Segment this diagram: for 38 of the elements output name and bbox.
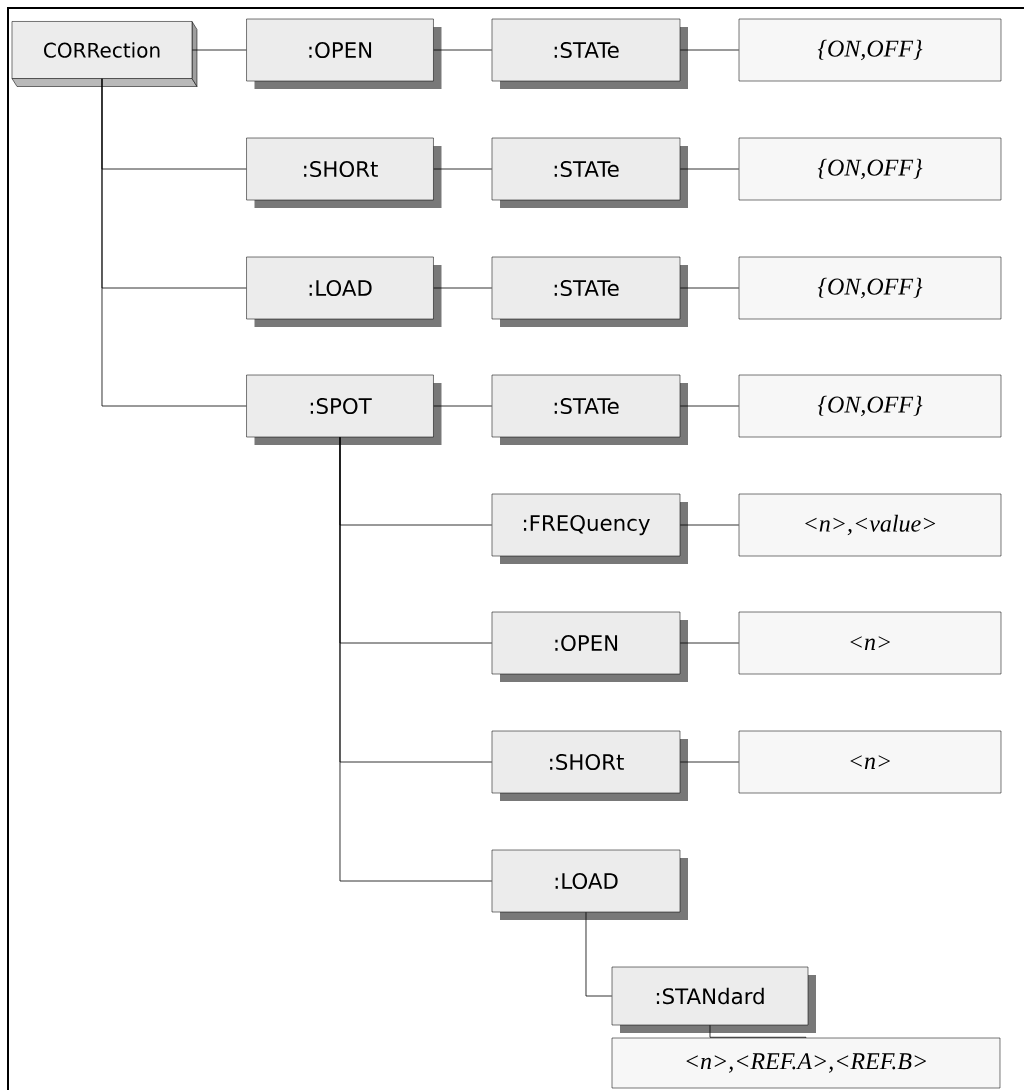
connector-line: [679, 524, 740, 526]
command-box: :LOAD: [491, 849, 688, 920]
command-box: :OPEN: [246, 18, 442, 89]
parameter-box: <n>,<REF.A>,<REF.B>: [611, 1037, 1001, 1089]
connector-line: [679, 642, 740, 644]
command-box: :OPEN: [491, 611, 688, 682]
command-box: :SPOT: [246, 374, 442, 445]
command-box: :STANdard: [611, 966, 816, 1033]
connector-line: [585, 911, 613, 997]
connector-line: [433, 49, 493, 51]
parameter-box: {ON,OFF}: [738, 18, 1002, 82]
command-box: :STATe: [491, 137, 688, 208]
parameter-box: <n>: [738, 611, 1002, 675]
command-box: :FREQuency: [491, 493, 688, 564]
connector-line: [679, 49, 740, 51]
command-box: :STATe: [491, 374, 688, 445]
connector-line: [679, 287, 740, 289]
connector-line: [433, 405, 493, 407]
command-box: :STATe: [491, 256, 688, 327]
connector-line: [433, 287, 493, 289]
parameter-box: {ON,OFF}: [738, 137, 1002, 201]
parameter-box: <n>: [738, 730, 1002, 794]
connector-line: [679, 168, 740, 170]
connector-line: [679, 405, 740, 407]
parameter-box: {ON,OFF}: [738, 256, 1002, 320]
parameter-box: <n>,<value>: [738, 493, 1002, 557]
connector-line: [101, 78, 247, 407]
command-box: :SHORt: [491, 730, 688, 801]
connector-line: [339, 436, 493, 882]
connector-line: [191, 49, 247, 51]
connector-line: [433, 168, 493, 170]
parameter-box: {ON,OFF}: [738, 374, 1002, 438]
connector-line: [709, 1024, 807, 1039]
command-box: :STATe: [491, 18, 688, 89]
connector-line: [679, 761, 740, 763]
command-box: :SHORt: [246, 137, 442, 208]
command-box: :LOAD: [246, 256, 442, 327]
root-command-box: CORRection: [11, 21, 198, 87]
